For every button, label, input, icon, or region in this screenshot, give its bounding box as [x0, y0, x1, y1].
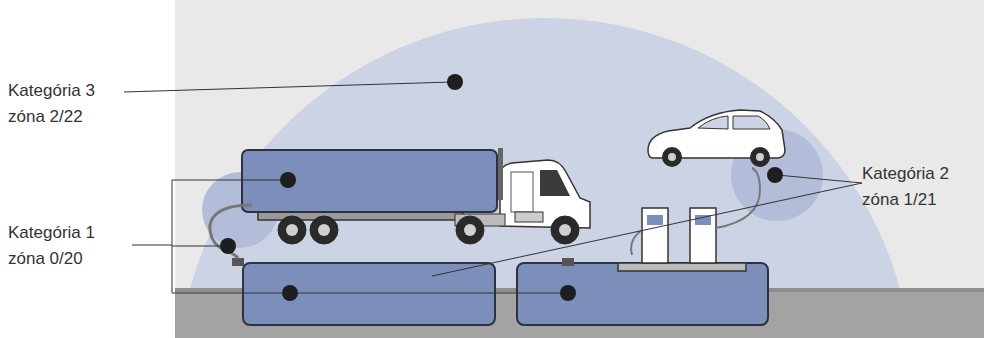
- fuel-pump: [642, 208, 668, 263]
- exhaust-stack: [498, 148, 503, 200]
- trailer-tank: [242, 150, 497, 212]
- truck-hose: [210, 205, 252, 258]
- zone-label: Kategória 1 zóna 0/20: [8, 220, 126, 272]
- fuel-tank: [515, 212, 543, 222]
- wheels: [278, 216, 579, 244]
- truck-cab: [500, 160, 590, 228]
- tank-fill-port: [562, 258, 574, 266]
- truck-window: [540, 170, 570, 196]
- tank-fill-port: [232, 258, 244, 266]
- car-wheel: [750, 147, 770, 167]
- underground-tank: [517, 263, 768, 325]
- truck-door: [511, 172, 533, 212]
- hubs: [286, 224, 571, 236]
- pump-hose: [716, 168, 760, 228]
- zone-2-dome: [177, 18, 913, 290]
- pump-display: [647, 215, 663, 225]
- car-hub: [756, 153, 764, 161]
- car-windows: [698, 116, 770, 129]
- underground-tank: [243, 263, 495, 325]
- zone-label: Kategória 3 zóna 2/22: [8, 78, 126, 130]
- callout-dots: [220, 74, 783, 301]
- fuel-pump: [690, 208, 716, 263]
- zone-label: Kategória 2 zóna 1/21: [862, 161, 980, 213]
- car-wheel: [662, 147, 682, 167]
- car-hub: [668, 153, 676, 161]
- pump-hose: [631, 230, 642, 255]
- leader-lines: [124, 82, 862, 293]
- pump-island: [618, 263, 746, 271]
